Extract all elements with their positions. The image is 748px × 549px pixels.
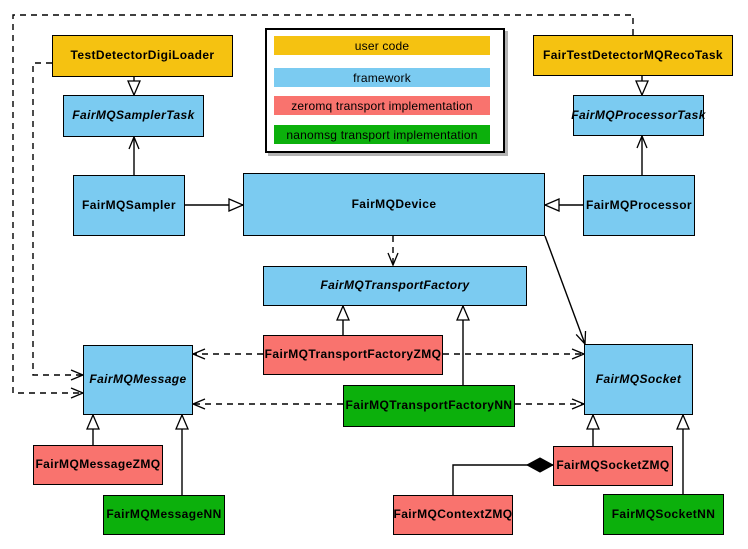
legend-label: zeromq transport implementation xyxy=(291,98,473,113)
class-label: TestDetectorDigiLoader xyxy=(70,48,215,63)
class-box-fairmqmessage: FairMQMessage xyxy=(83,345,193,415)
class-box-fairmqtransportfactorynn: FairMQTransportFactoryNN xyxy=(343,385,515,427)
class-label: FairMQTransportFactoryNN xyxy=(345,398,513,413)
class-box-fairmqsocketnn: FairMQSocketNN xyxy=(603,494,724,535)
legend-label: framework xyxy=(353,70,411,85)
legend-item-user-code: user code xyxy=(274,36,490,55)
class-box-fairmqcontextzmq: FairMQContextZMQ xyxy=(393,495,513,535)
legend-item-nanomsg: nanomsg transport implementation xyxy=(274,125,490,144)
class-box-fairmqsampler: FairMQSampler xyxy=(73,175,185,236)
edge-digiloader-depends-message xyxy=(32,62,85,381)
class-box-fairmqsocketzmq: FairMQSocketZMQ xyxy=(553,446,673,486)
class-label: FairMQSamplerTask xyxy=(72,108,195,123)
class-box-fairmqsocket: FairMQSocket xyxy=(584,344,693,415)
class-box-fairmqmessagenn: FairMQMessageNN xyxy=(103,495,225,535)
class-label: FairMQSocketZMQ xyxy=(556,458,670,473)
class-label: FairMQDevice xyxy=(351,196,437,211)
class-label: FairMQSocketNN xyxy=(611,506,716,521)
class-box-fairmqsamplertask: FairMQSamplerTask xyxy=(63,95,204,137)
class-box-fairmqdevice: FairMQDevice xyxy=(243,173,545,236)
class-box-fairmqprocessor: FairMQProcessor xyxy=(583,175,695,236)
class-label: FairMQTransportFactoryZMQ xyxy=(264,347,442,362)
class-label: FairMQContextZMQ xyxy=(393,507,513,522)
class-label: FairMQMessage xyxy=(89,372,187,387)
edge-device-uses-socket xyxy=(544,235,587,346)
class-label: FairTestDetectorMQRecoTask xyxy=(542,47,723,62)
legend-item-framework: framework xyxy=(274,68,490,87)
legend-label: user code xyxy=(354,38,410,53)
class-label: FairMQSocket xyxy=(595,371,682,386)
class-label: FairMQTransportFactory xyxy=(320,278,470,293)
legend-item-zeromq: zeromq transport implementation xyxy=(274,96,490,115)
class-box-testdetectordigiloader: TestDetectorDigiLoader xyxy=(52,35,233,77)
class-label: FairMQProcessorTask xyxy=(571,107,706,122)
class-label: FairMQProcessor xyxy=(585,197,693,212)
class-box-fairtestdetectormqrecotask: FairTestDetectorMQRecoTask xyxy=(533,35,733,76)
edge-recotask-depends-message xyxy=(12,14,634,399)
edge-contextzmq-composes-socketzmq xyxy=(452,465,553,495)
class-label: FairMQSampler xyxy=(82,197,176,212)
class-box-fairmqmessagezmq: FairMQMessageZMQ xyxy=(33,445,163,485)
legend-label: nanomsg transport implementation xyxy=(286,127,478,142)
class-label: FairMQMessageNN xyxy=(106,507,222,522)
class-box-fairmqtransportfactory: FairMQTransportFactory xyxy=(263,266,527,306)
class-box-fairmqprocessortask: FairMQProcessorTask xyxy=(571,95,706,136)
legend-box: user code framework zeromq transport imp… xyxy=(265,28,505,153)
class-box-fairmqtransportfactoryzmq: FairMQTransportFactoryZMQ xyxy=(263,335,443,375)
class-label: FairMQMessageZMQ xyxy=(35,457,161,472)
